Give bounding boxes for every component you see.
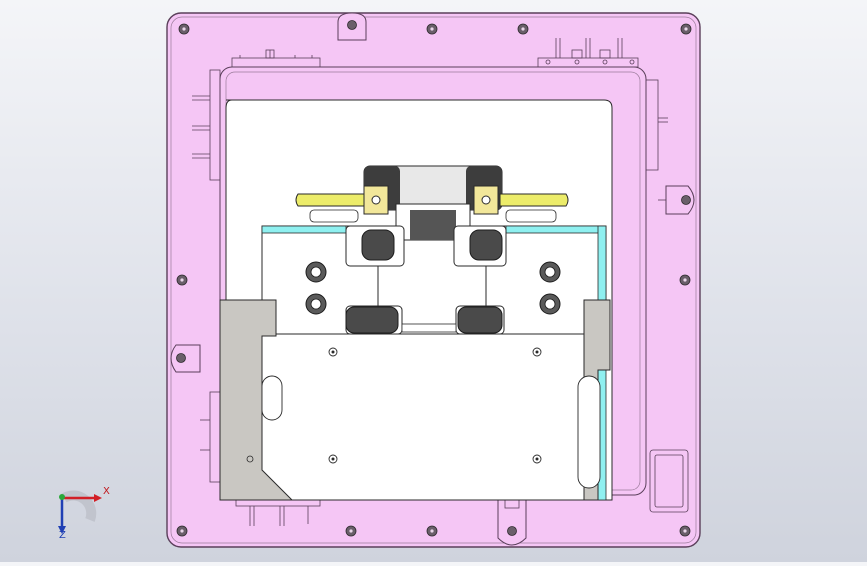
right-lower-cylinder	[457, 306, 503, 334]
bottom-mount-tab	[497, 499, 527, 546]
cyan-strip-right	[505, 225, 607, 234]
coordinate-triad-icon	[58, 490, 102, 534]
left-clamp-pad	[309, 209, 359, 223]
right-side-fittings	[645, 79, 689, 513]
left-upper-cylinder	[361, 229, 395, 261]
mounting-hole-icon	[176, 353, 186, 363]
left-lower-cylinder	[345, 306, 399, 334]
triad-z-label: Z	[59, 530, 66, 541]
left-slot	[261, 375, 283, 421]
left-clamp-pivot	[371, 195, 381, 205]
top-right-fittings	[537, 38, 639, 68]
right-clamp-pad	[505, 209, 557, 223]
top-left-fittings	[231, 49, 321, 68]
lower-base	[261, 333, 585, 501]
left-side-fittings	[192, 69, 221, 483]
base-plate-inner-edge	[170, 16, 697, 544]
right-mount-tab	[665, 185, 695, 215]
right-clamp-arm	[499, 193, 569, 207]
lower-link-bar	[401, 323, 457, 333]
mounting-hole-icon	[347, 20, 357, 30]
cyan-strip-left	[261, 225, 347, 234]
cover-screw	[246, 455, 254, 463]
left-clamp-arm	[295, 193, 367, 207]
triad-x-label: X	[103, 486, 110, 497]
right-clamp-pivot	[481, 195, 491, 205]
mounting-hole-icon	[681, 195, 691, 205]
center-bridge-dark	[410, 210, 456, 240]
left-clamp-head	[363, 185, 389, 215]
pneumatic-fittings	[305, 261, 561, 315]
right-upper-cylinder	[469, 229, 503, 261]
mounting-hole-icon	[507, 526, 517, 536]
right-slot	[577, 375, 601, 489]
